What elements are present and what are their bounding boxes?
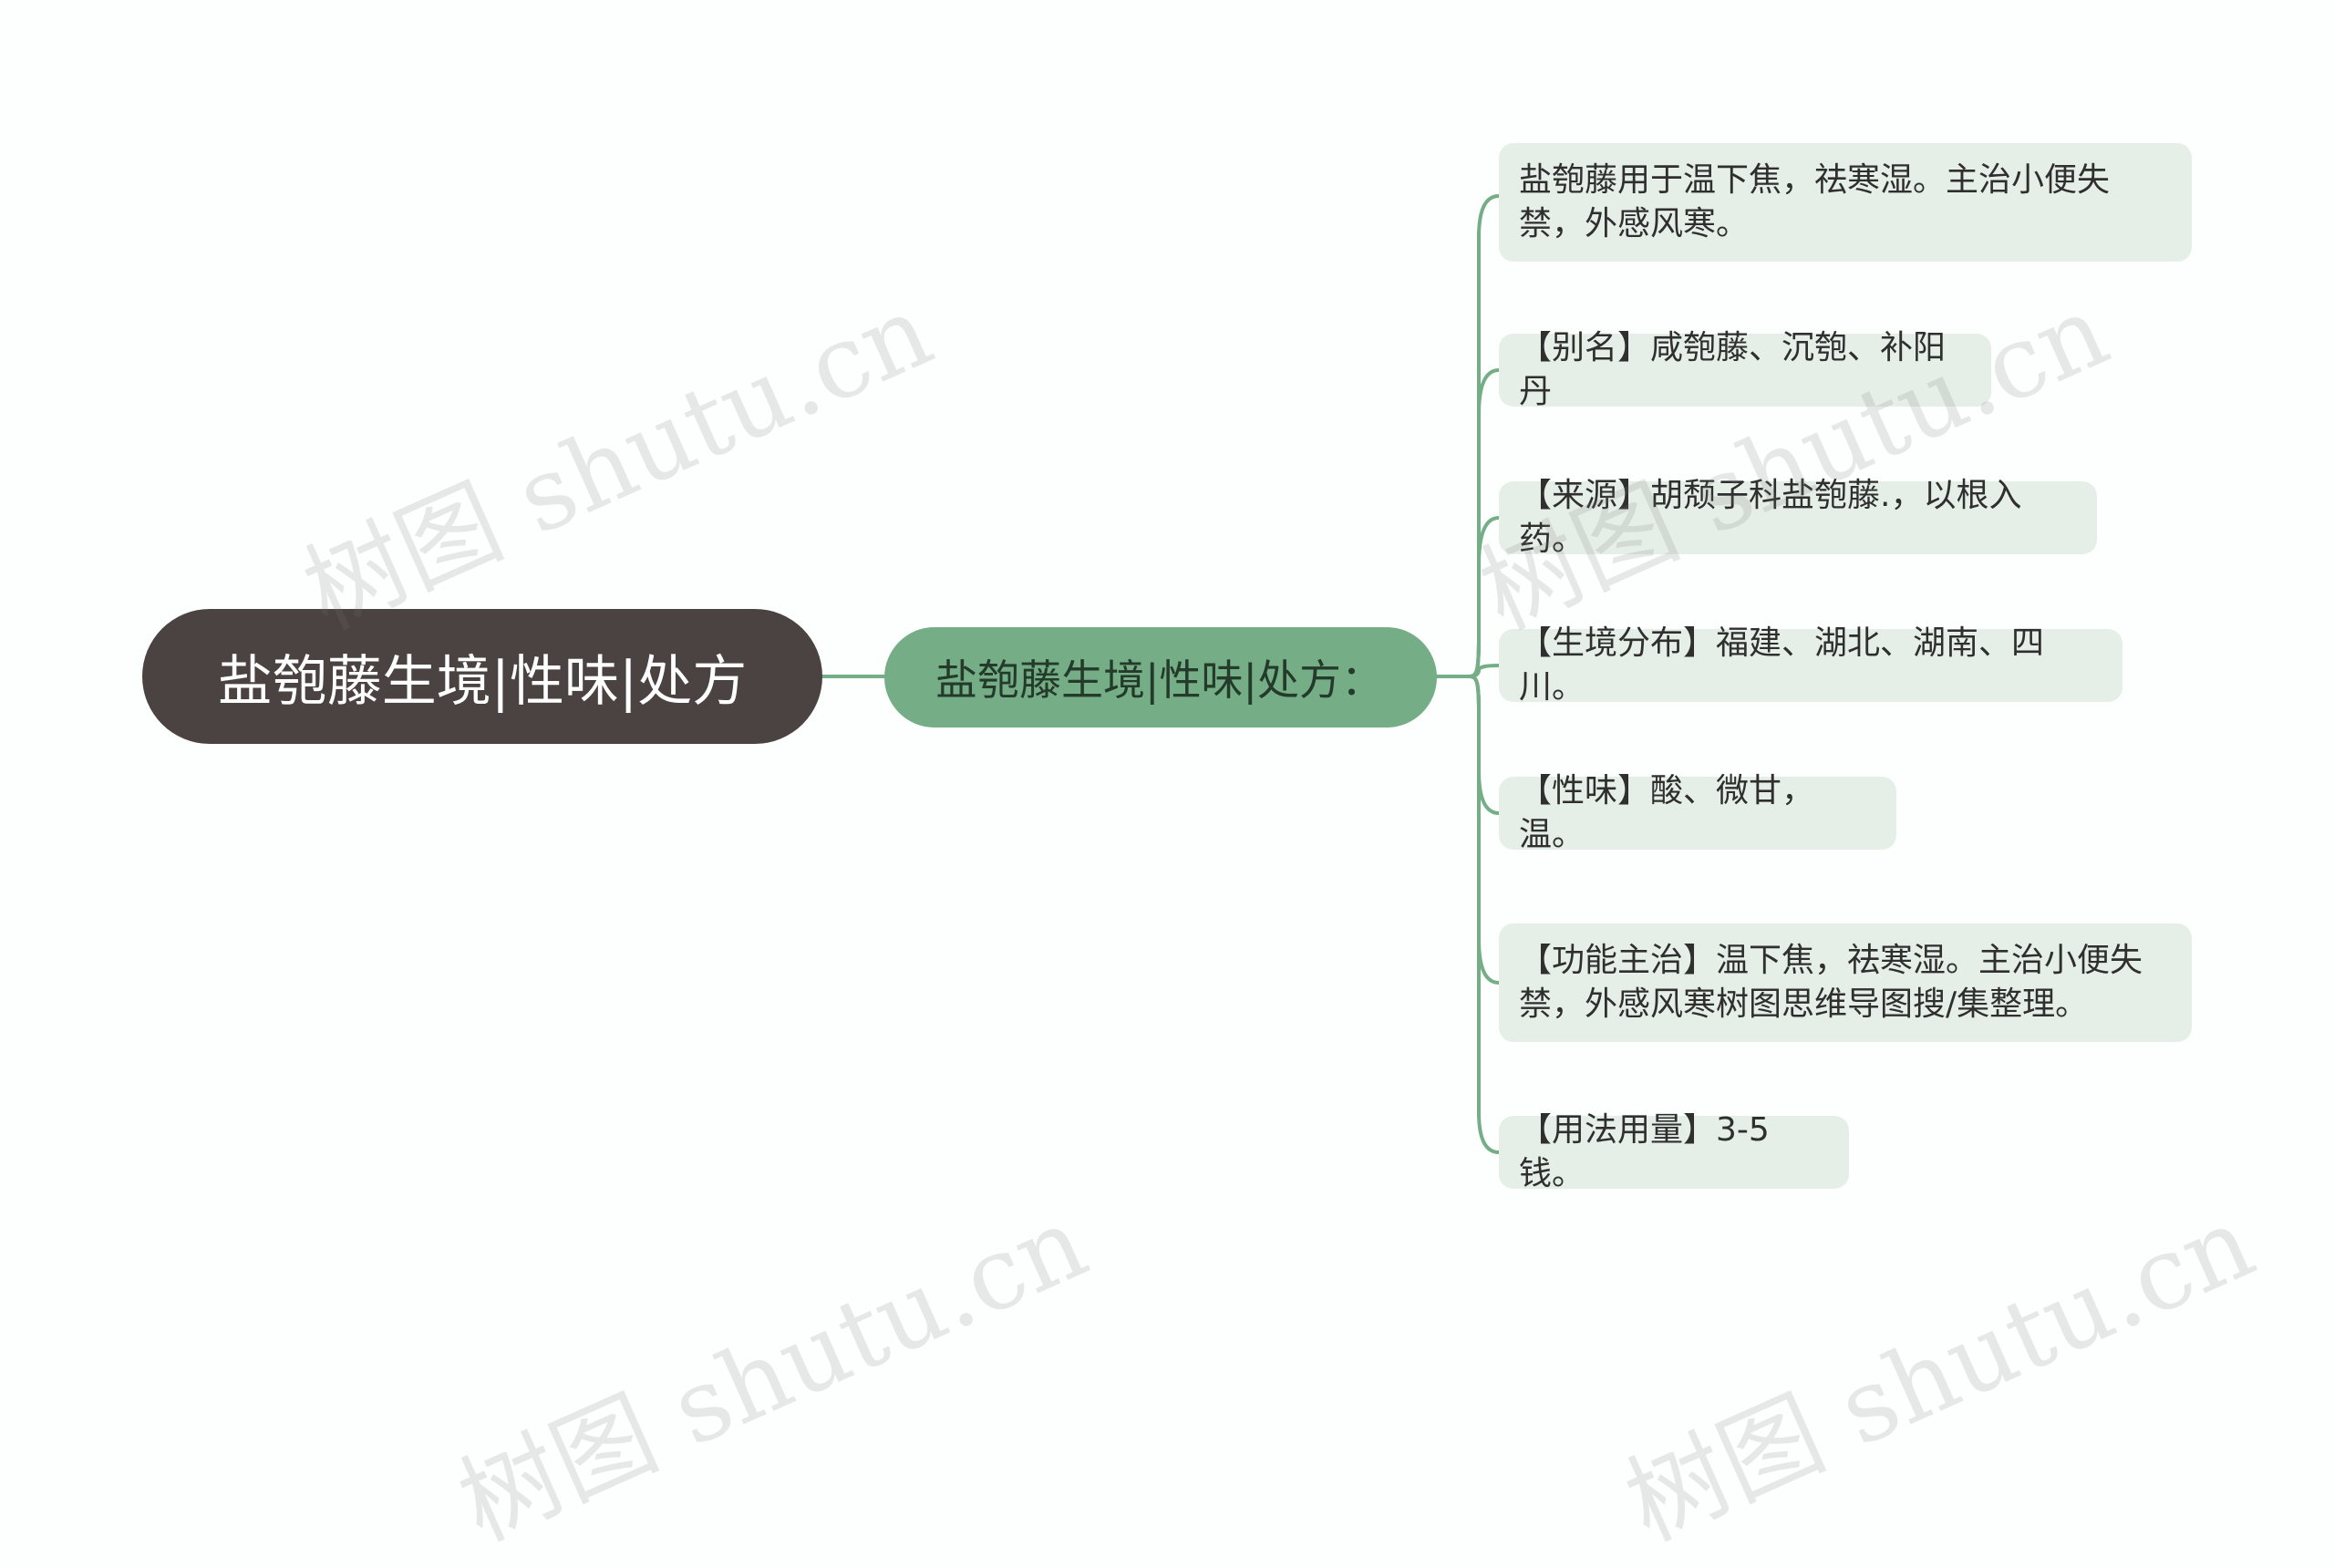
leaf-text: 【生境分布】福建、湖北、湖南、四川。: [1519, 624, 2045, 706]
branch-to-leaf-connector: [1468, 675, 1501, 1154]
root-node[interactable]: 盐匏藤生境|性味|处方: [142, 609, 822, 744]
leaf-node-alias[interactable]: 【别名】咸匏藤、沉匏、补阳丹: [1499, 329, 1991, 410]
leaf-text: 【用法用量】3-5钱。: [1519, 1111, 1770, 1192]
branch-to-leaf-connector: [1468, 516, 1501, 678]
leaf-node-source[interactable]: 【来源】胡颓子科盐匏藤.，以根入药。: [1499, 477, 2097, 558]
leaf-text: 【别名】咸匏藤、沉匏、补阳丹: [1519, 329, 1947, 410]
branch-node[interactable]: 盐匏藤生境|性味|处方：: [884, 627, 1437, 727]
leaf-node-habitat[interactable]: 【生境分布】福建、湖北、湖南、四川。: [1499, 624, 2122, 706]
branch-to-leaf-connector: [1468, 675, 1501, 985]
leaf-node-usage[interactable]: 盐匏藤用于温下焦，祛寒湿。主治小便失禁，外感风寒。: [1499, 143, 2192, 262]
leaf-node-dosage[interactable]: 【用法用量】3-5钱。: [1499, 1111, 1849, 1192]
connector-lines: [821, 194, 1501, 1154]
leaf-node-function[interactable]: 【功能主治】温下焦，祛寒湿。主治小便失禁，外感风寒树图思维导图搜/集整理。: [1499, 923, 2192, 1042]
root-label: 盐匏藤生境|性味|处方: [217, 649, 748, 714]
leaf-text: 【性味】酸、微甘，温。: [1519, 772, 1815, 853]
leaf-text: 【功能主治】温下焦，祛寒湿。主治小便失禁，外感风寒树图思维导图搜/集整理。: [1519, 942, 2143, 1023]
leaf-text: 盐匏藤用于温下焦，祛寒湿。主治小便失禁，外感风寒。: [1519, 161, 2111, 242]
leaf-node-nature[interactable]: 【性味】酸、微甘，温。: [1499, 772, 1896, 853]
branch-to-leaf-connector: [1468, 664, 1501, 678]
branch-to-leaf-connector: [1468, 675, 1501, 815]
branch-to-leaf-connector: [1468, 368, 1501, 678]
leaf-text: 【来源】胡颓子科盐匏藤.，以根入药。: [1519, 477, 2022, 558]
branch-to-leaf-connector: [1435, 194, 1501, 678]
branch-label: 盐匏藤生境|性味|处方：: [935, 655, 1383, 705]
